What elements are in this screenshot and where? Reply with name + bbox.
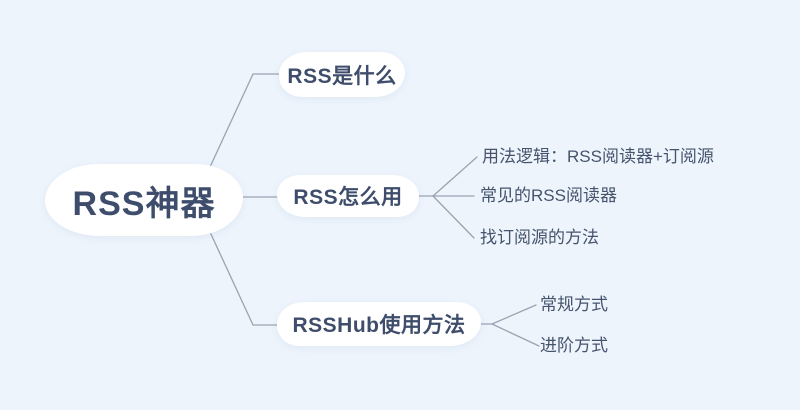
leaf-node-advanced-way[interactable]: 进阶方式 [540, 336, 608, 355]
root-node[interactable]: RSS神器 [45, 164, 243, 236]
leaf-node-find-feeds[interactable]: 找订阅源的方法 [480, 228, 599, 247]
leaf-node-usage-logic[interactable]: 用法逻辑：RSS阅读器+订阅源 [482, 147, 714, 166]
connector-branch3-child1 [491, 304, 537, 325]
leaf-node-normal-way[interactable]: 常规方式 [540, 295, 608, 314]
connector-branch2-child1 [432, 156, 478, 197]
branch-node-rss-what[interactable]: RSS是什么 [279, 52, 405, 97]
connector-root-branch3 [209, 231, 278, 326]
connector-branch2-child3 [432, 195, 475, 239]
branch-node-rss-how[interactable]: RSS怎么用 [277, 175, 419, 217]
connector-root-branch1 [209, 73, 281, 168]
leaf-node-common-readers[interactable]: 常见的RSS阅读器 [480, 186, 617, 205]
branch-node-rsshub-usage[interactable]: RSSHub使用方法 [277, 302, 481, 346]
connector-branch3-child2 [491, 323, 540, 347]
